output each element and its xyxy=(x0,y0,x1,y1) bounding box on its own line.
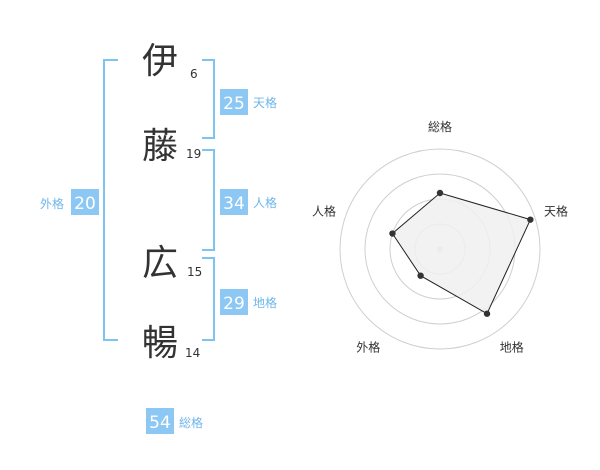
radar-point-4 xyxy=(417,272,424,279)
stroke-count-3: 15 xyxy=(187,265,202,279)
gaikaku-value: 20 xyxy=(74,194,96,214)
chikaku-box xyxy=(220,289,248,315)
jinkaku-value: 34 xyxy=(223,194,245,214)
radar-axis-label-1: 総格 xyxy=(428,119,452,134)
radar-series xyxy=(389,189,534,317)
radar-ring xyxy=(339,148,541,350)
radar-axis-label-3: 地格 xyxy=(500,340,524,355)
name-char-1: 伊 xyxy=(142,41,178,82)
stroke-count-2: 19 xyxy=(186,147,201,161)
tenkaku-label: 天格 xyxy=(253,95,277,110)
name-char-2: 藤 xyxy=(142,126,178,167)
radar-axis-label-5: 人格 xyxy=(312,203,336,218)
tenkaku-value: 25 xyxy=(223,94,245,114)
radar-point-5 xyxy=(389,230,396,237)
radar-point-1 xyxy=(436,189,444,197)
chikaku-label: 地格 xyxy=(253,295,277,310)
radar-point-2 xyxy=(527,216,534,223)
soukaku-value: 54 xyxy=(149,413,171,433)
jinkaku-label: 人格 xyxy=(253,195,277,210)
name-diagram: 伊 6 藤 19 広 15 暢 14 25 天格 34 人格 29 地格 外格 … xyxy=(40,41,277,434)
gaikaku-bracket xyxy=(103,59,118,341)
tenkaku-box xyxy=(220,89,248,115)
soukaku-box xyxy=(146,408,174,434)
tenkaku-bracket xyxy=(202,59,215,139)
radar-axis-label-4: 外格 xyxy=(356,340,380,355)
radar-point-3 xyxy=(483,310,491,317)
name-char-4: 暢 xyxy=(142,323,178,364)
gaikaku-label: 外格 xyxy=(40,196,64,211)
name-char-3: 広 xyxy=(142,243,178,284)
soukaku-label: 総格 xyxy=(179,415,203,430)
jinkaku-bracket xyxy=(202,149,215,251)
chikaku-value: 29 xyxy=(223,294,245,314)
chikaku-bracket xyxy=(202,257,215,341)
stroke-count-4: 14 xyxy=(185,346,200,360)
stroke-count-1: 6 xyxy=(190,67,198,81)
radar-axis-label-2: 天格 xyxy=(544,203,568,218)
radar-polygon xyxy=(391,192,532,315)
gaikaku-box xyxy=(71,189,99,215)
jinkaku-box xyxy=(220,189,248,215)
